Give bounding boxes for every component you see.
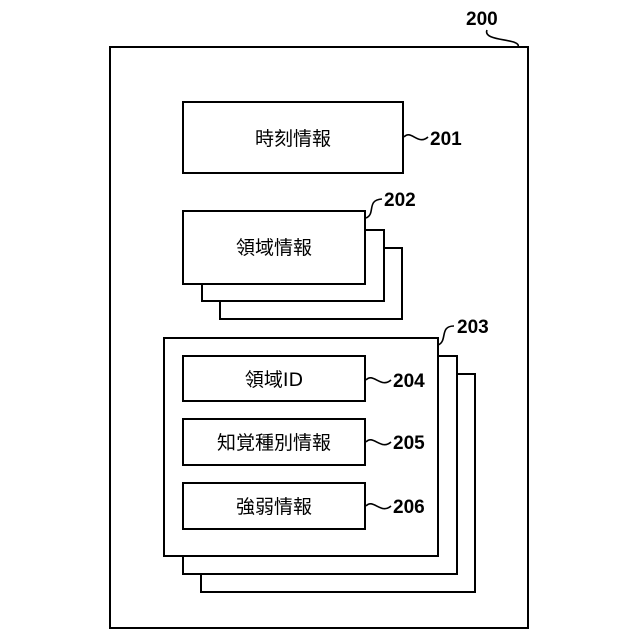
time-info-label: 時刻情報 [255, 128, 331, 150]
area-info-label: 領域情報 [236, 237, 312, 259]
area-id-ref: 204 [393, 371, 425, 392]
area-id-label: 領域ID [245, 369, 303, 391]
container-200-ref: 200 [466, 9, 498, 30]
perception-type-info-ref: 205 [393, 433, 425, 454]
area-info-ref: 202 [384, 190, 416, 211]
perception-stack-ref: 203 [457, 317, 489, 338]
intensity-info-label: 強弱情報 [236, 496, 312, 518]
time-info-ref: 201 [430, 129, 462, 150]
intensity-info-ref: 206 [393, 497, 425, 518]
container-200-leader [487, 30, 519, 47]
perception-type-info-label: 知覚種別情報 [217, 432, 331, 454]
